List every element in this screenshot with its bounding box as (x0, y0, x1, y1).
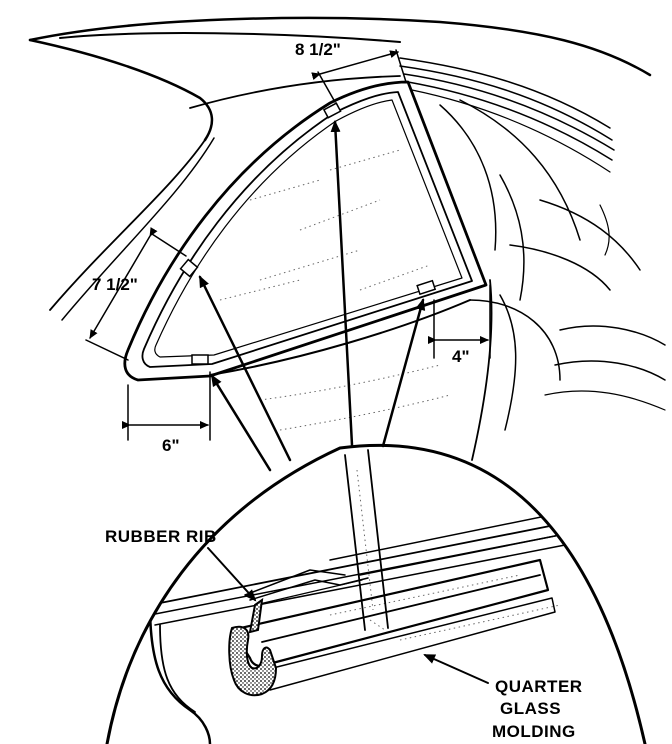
quarter-label-line3: MOLDING (492, 722, 576, 741)
quarter-label-line2: GLASS (500, 699, 561, 718)
arrow-to-front-clip (198, 275, 292, 462)
molding-leader (423, 654, 489, 684)
roof-rail-lines (49, 57, 615, 321)
arrow-to-top-clip (330, 120, 354, 447)
dimension-bottom-front (122, 371, 211, 441)
dimension-top (311, 49, 407, 103)
dimension-front (85, 227, 187, 361)
molding-body (230, 558, 550, 668)
dimension-label-bottom-rear: 4" (452, 347, 470, 366)
car-roof (28, 16, 652, 142)
rib-leader (207, 547, 257, 602)
door-body-lines (209, 279, 666, 461)
arrow-to-bottom-clip (210, 374, 272, 472)
callout-leaders (207, 547, 489, 684)
dimension-label-front: 7 1/2" (92, 275, 138, 294)
dimension-bottom-rear (428, 284, 491, 359)
dimension-label-top: 8 1/2" (295, 40, 341, 59)
arrow-to-rear-clip (381, 298, 426, 448)
dimension-label-bottom-front: 6" (162, 436, 180, 455)
clip-front (179, 258, 199, 278)
detail-circle (105, 443, 647, 744)
quarter-window-frame (123, 80, 488, 382)
clip-bottom-front (191, 354, 209, 365)
clip-bottom-rear (416, 279, 437, 296)
rubber-rib (228, 625, 278, 697)
molding-clips (179, 102, 437, 365)
detail-view (105, 443, 647, 744)
interior-seat-lines (439, 99, 641, 301)
detail-arrows (198, 120, 426, 472)
clip-top (322, 102, 342, 119)
quarter-label-line1: QUARTER (495, 677, 583, 696)
rubber-rib-label: RUBBER RIB (105, 527, 217, 546)
